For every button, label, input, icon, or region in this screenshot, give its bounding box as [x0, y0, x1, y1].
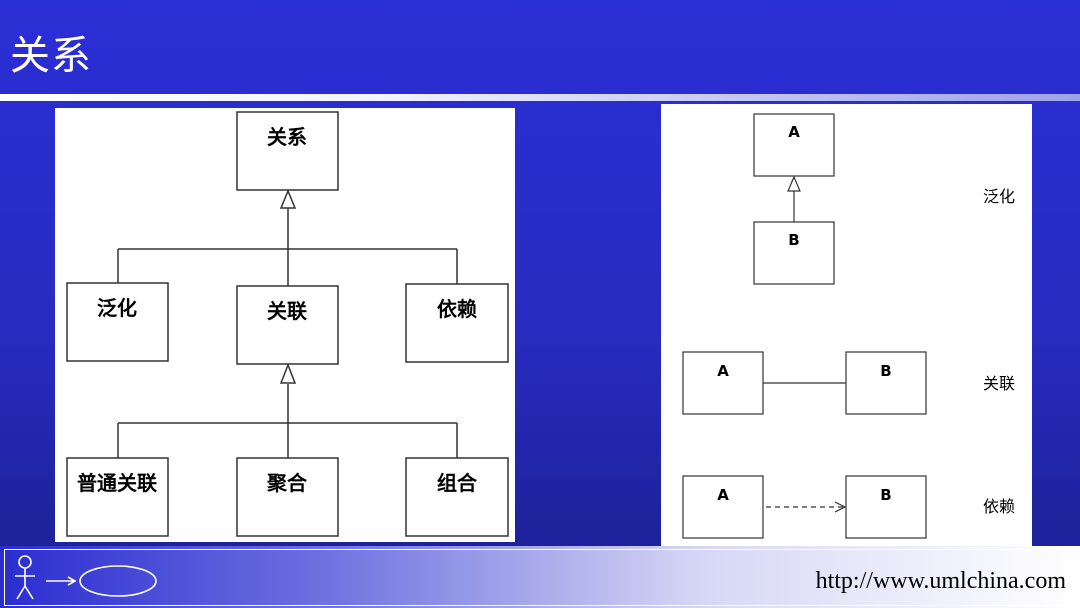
notation-label: 关联 [983, 374, 1015, 393]
use-case-logo-icon [15, 555, 157, 600]
notation-diagram: A B A B A B 泛化 关联 依赖 [682, 113, 1015, 539]
notation-diagram-panel: A B A B A B 泛化 关联 依赖 [661, 104, 1032, 546]
box-label: 依赖 [437, 297, 477, 321]
box-label: 聚合 [266, 471, 308, 495]
class-label: B [880, 486, 891, 504]
slide-title: 关系 [10, 33, 92, 79]
class-label: B [788, 231, 799, 249]
box-root [236, 111, 339, 191]
box-label: 关联 [267, 299, 307, 323]
hierarchy-diagram-panel: 关系 泛化 关联 依赖 普通关联 聚合 组合 [55, 108, 515, 542]
footer-url[interactable]: http://www.umlchina.com [815, 568, 1066, 594]
box-generalization [66, 282, 169, 362]
box-dependency [405, 283, 509, 363]
box-label: 组合 [437, 471, 478, 495]
class-label: A [717, 362, 729, 380]
class-label: A [788, 123, 800, 141]
box-label: 泛化 [97, 296, 137, 320]
box-association [236, 285, 339, 365]
box-label: 关系 [267, 125, 307, 149]
generalization-arrowhead [279, 362, 297, 384]
notation-label: 泛化 [983, 187, 1015, 206]
title-divider [0, 94, 1080, 101]
box-label: 普通关联 [77, 471, 157, 495]
class-label: A [717, 486, 729, 504]
notation-label: 依赖 [983, 497, 1015, 516]
hierarchy-diagram: 关系 泛化 关联 依赖 普通关联 聚合 组合 [66, 111, 509, 537]
box-plain-association [66, 457, 169, 537]
box-aggregation [236, 457, 339, 537]
class-label: B [880, 362, 891, 380]
slide-footer: http://www.umlchina.com [0, 546, 1080, 608]
box-composition [405, 457, 509, 537]
generalization-arrowhead [279, 189, 297, 209]
dep-arrowhead [834, 501, 847, 513]
dep-box-a [682, 475, 764, 539]
gen-arrowhead [787, 175, 801, 192]
footer-frame [4, 549, 1076, 606]
